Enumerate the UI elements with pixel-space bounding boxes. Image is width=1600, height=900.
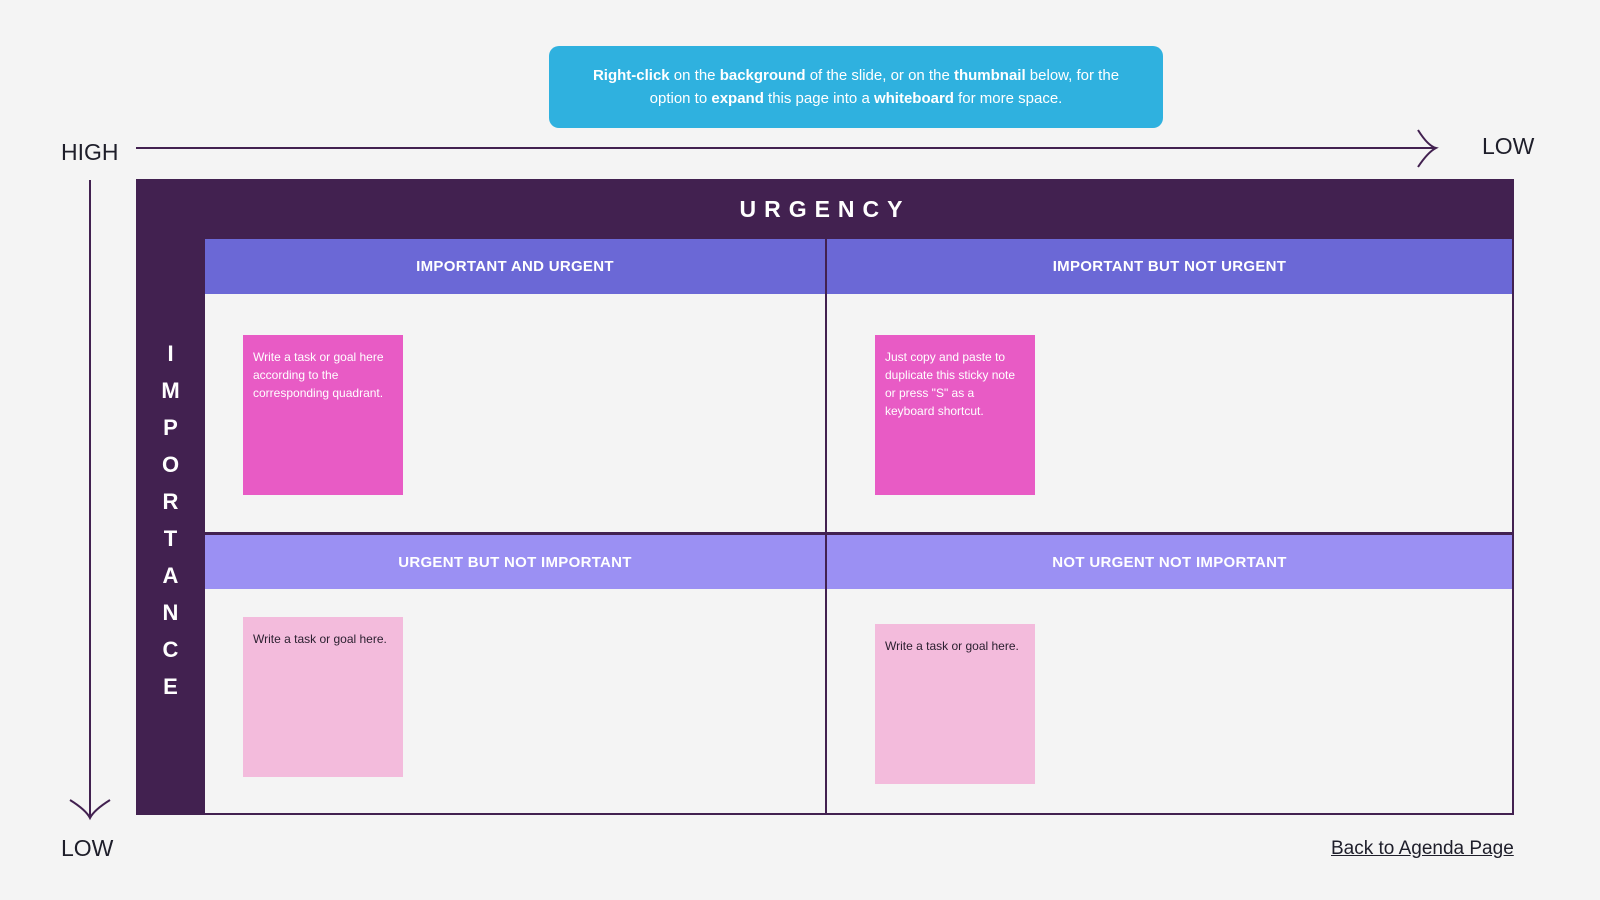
instruction-banner: Right-click on the background of the sli… — [549, 46, 1163, 128]
quadrant-header: URGENT BUT NOT IMPORTANT — [205, 535, 825, 589]
urgency-title: URGENCY — [739, 195, 911, 222]
importance-letter: I — [167, 341, 174, 366]
quadrant-important-urgent: IMPORTANT AND URGENT Write a task or goa… — [205, 239, 825, 532]
banner-text-segment: for more space. — [953, 90, 1063, 107]
instruction-text: Right-click on the background of the sli… — [573, 64, 1139, 110]
sticky-note[interactable]: Write a task or goal here. — [875, 624, 1035, 784]
sticky-note[interactable]: Write a task or goal here. — [243, 617, 403, 777]
arrow-down-icon — [69, 180, 111, 821]
banner-text-segment: of the slide, or on the — [805, 67, 954, 84]
eisenhower-matrix: URGENCY I M P O R T A N C E IMPORTANT AN… — [136, 179, 1514, 815]
axis-label-urgency-low: LOW — [1482, 133, 1535, 159]
importance-letter: C — [162, 637, 179, 662]
banner-keyword: thumbnail — [953, 67, 1026, 84]
axis-label-importance-low: LOW — [61, 835, 114, 861]
banner-keyword: expand — [711, 90, 764, 107]
quadrant-not-urgent-not-important: NOT URGENT NOT IMPORTANT Write a task or… — [827, 535, 1512, 813]
quadrant-urgent-not-important: URGENT BUT NOT IMPORTANT Write a task or… — [205, 535, 825, 813]
importance-letter: N — [162, 600, 179, 625]
banner-text-segment: on the — [669, 67, 720, 84]
banner-keyword: Right-click — [592, 67, 670, 84]
importance-letter: M — [161, 378, 180, 403]
banner-keyword: whiteboard — [873, 90, 954, 107]
quadrant-header: NOT URGENT NOT IMPORTANT — [827, 535, 1512, 589]
back-to-agenda-link[interactable]: Back to Agenda Page — [1331, 838, 1514, 859]
importance-title: I M P O R T A N C E — [136, 239, 205, 815]
importance-letter: T — [163, 526, 178, 551]
sticky-note[interactable]: Just copy and paste to duplicate this st… — [875, 335, 1035, 495]
quadrant-important-not-urgent: IMPORTANT BUT NOT URGENT Just copy and p… — [827, 239, 1512, 532]
importance-letter: A — [162, 563, 179, 588]
quadrant-header: IMPORTANT BUT NOT URGENT — [827, 239, 1512, 294]
importance-letter: R — [162, 489, 179, 514]
importance-letter: O — [161, 452, 180, 477]
importance-letter: P — [163, 415, 178, 440]
axis-label-high: HIGH — [61, 139, 119, 165]
banner-text-segment: below, for the option to — [649, 67, 1120, 107]
banner-keyword: background — [719, 67, 806, 84]
quadrant-header: IMPORTANT AND URGENT — [205, 239, 825, 294]
importance-letter: E — [163, 674, 178, 699]
banner-text-segment: this page into a — [763, 90, 874, 107]
arrow-right-icon — [136, 129, 1439, 168]
sticky-note[interactable]: Write a task or goal here according to t… — [243, 335, 403, 495]
